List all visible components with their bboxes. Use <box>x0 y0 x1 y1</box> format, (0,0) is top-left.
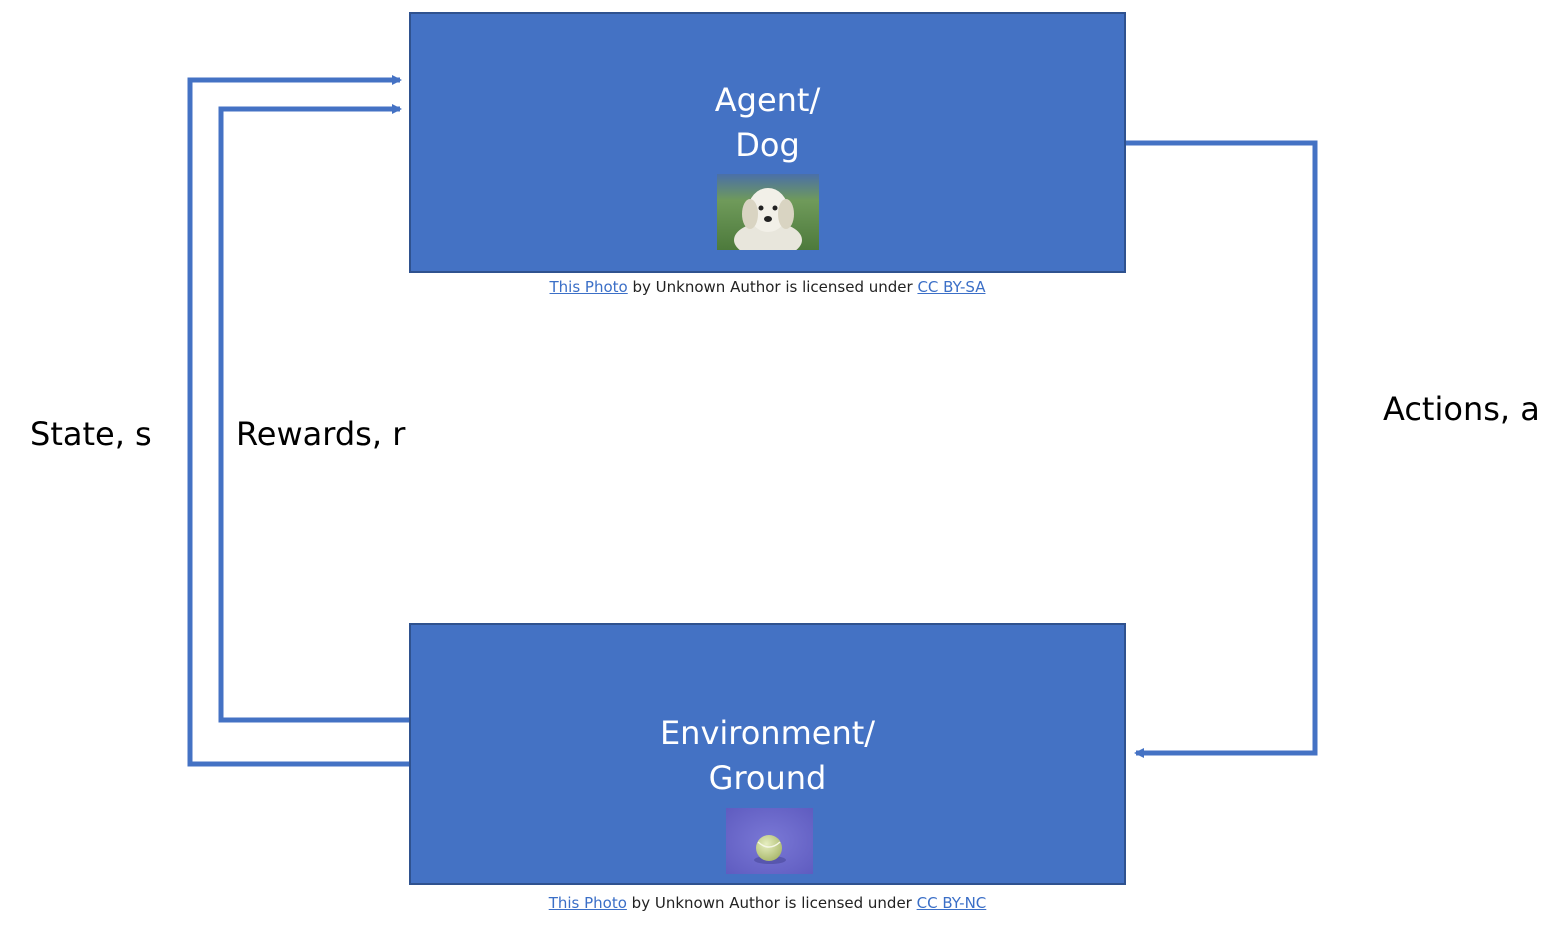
tennis-ball-photo <box>726 808 813 874</box>
actions-arrow <box>1126 140 1318 758</box>
environment-credit-text: by Unknown Author is licensed under <box>626 894 917 912</box>
agent-photo-link[interactable]: This Photo <box>549 278 628 296</box>
agent-title-line2: Dog <box>735 126 800 164</box>
agent-box: Agent/ Dog <box>409 12 1126 273</box>
environment-photo-credit: This Photo by Unknown Author is licensed… <box>409 894 1126 912</box>
rewards-arrow <box>218 104 409 723</box>
environment-box: Environment/ Ground <box>409 623 1126 885</box>
puppy-photo <box>717 174 819 250</box>
rewards-label: Rewards, r <box>236 415 406 453</box>
agent-license-link[interactable]: CC BY-SA <box>917 278 986 296</box>
state-label: State, s <box>30 415 152 453</box>
environment-license-link[interactable]: CC BY-NC <box>916 894 987 912</box>
agent-title-line1: Agent/ <box>714 81 821 119</box>
environment-photo-link[interactable]: This Photo <box>548 894 627 912</box>
agent-photo-credit: This Photo by Unknown Author is licensed… <box>409 278 1126 296</box>
agent-credit-text: by Unknown Author is licensed under <box>627 278 918 296</box>
environment-title-line2: Ground <box>708 759 827 797</box>
environment-title-line1: Environment/ <box>659 714 876 752</box>
state-arrow <box>187 75 409 767</box>
actions-label: Actions, a <box>1383 390 1540 428</box>
